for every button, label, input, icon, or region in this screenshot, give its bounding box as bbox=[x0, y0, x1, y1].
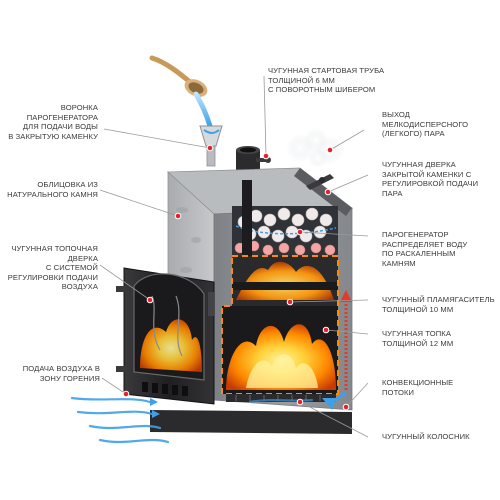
steam-generator-spray bbox=[235, 225, 337, 235]
air-flow bbox=[70, 396, 314, 444]
funnel-icon bbox=[199, 125, 223, 167]
label-heater-door: ЧУГУННАЯ ДВЕРКА ЗАКРЫТОЙ КАМЕНКИ С РЕГУЛ… bbox=[382, 160, 479, 198]
label-starter-pipe: ЧУГУННАЯ СТАРТОВАЯ ТРУБА ТОЛЩИНОЙ 6 ММ С… bbox=[268, 66, 385, 95]
flame-damper-fire bbox=[236, 261, 334, 300]
inner-pipe bbox=[242, 180, 252, 276]
water-stream bbox=[193, 91, 213, 129]
firebox-flame-core bbox=[246, 354, 318, 388]
label-steam-output: ВЫХОД МЕЛКОДИСПЕРСНОГО (ЛЕГКОГО) ПАРА bbox=[382, 110, 469, 139]
label-flame-damper: ЧУГУННЫЙ ПЛАМЯГАСИТЕЛЬ ТОЛЩИНОЙ 10 ММ bbox=[382, 295, 495, 314]
label-convection: КОНВЕКЦИОННЫЕ ПОТОКИ bbox=[382, 378, 454, 397]
label-grate: ЧУГУННЫЙ КОЛОСНИК bbox=[382, 432, 470, 441]
heater-door bbox=[294, 168, 352, 216]
flame-damper-plate bbox=[232, 282, 338, 290]
air-flow-arrowheads bbox=[150, 398, 160, 418]
leader-lines bbox=[99, 75, 369, 438]
label-firebox: ЧУГУННАЯ ТОПКА ТОЛЩИНОЙ 12 ММ bbox=[382, 329, 454, 348]
door-glass-fire bbox=[140, 319, 202, 372]
steam-cloud bbox=[286, 128, 344, 168]
heat-path-outline bbox=[221, 255, 339, 395]
stove-base bbox=[150, 410, 352, 434]
label-firebox-door: ЧУГУННАЯ ТОПОЧНАЯ ДВЕРКА С СИСТЕМОЙ РЕГУ… bbox=[7, 244, 98, 292]
firebox-door bbox=[116, 267, 215, 405]
stove-illustration bbox=[70, 55, 354, 444]
ladle-icon bbox=[149, 55, 208, 97]
leader-dots bbox=[122, 144, 350, 411]
label-air-supply: ПОДАЧА ВОЗДУХА В ЗОНУ ГОРЕНИЯ bbox=[22, 364, 100, 383]
label-funnel: ВОРОНКА ПАРОГЕНЕРАТОРА ДЛЯ ПОДАЧИ ВОДЫ В… bbox=[8, 103, 98, 141]
label-stone-cladding: ОБЛИЦОВКА ИЗ НАТУРАЛЬНОГО КАМНЯ bbox=[7, 180, 98, 199]
label-steam-generator: ПАРОГЕНЕРАТОР РАСПРЕДЕЛЯЕТ ВОДУ ПО РАСКА… bbox=[382, 230, 468, 268]
convection-flow bbox=[322, 290, 352, 410]
